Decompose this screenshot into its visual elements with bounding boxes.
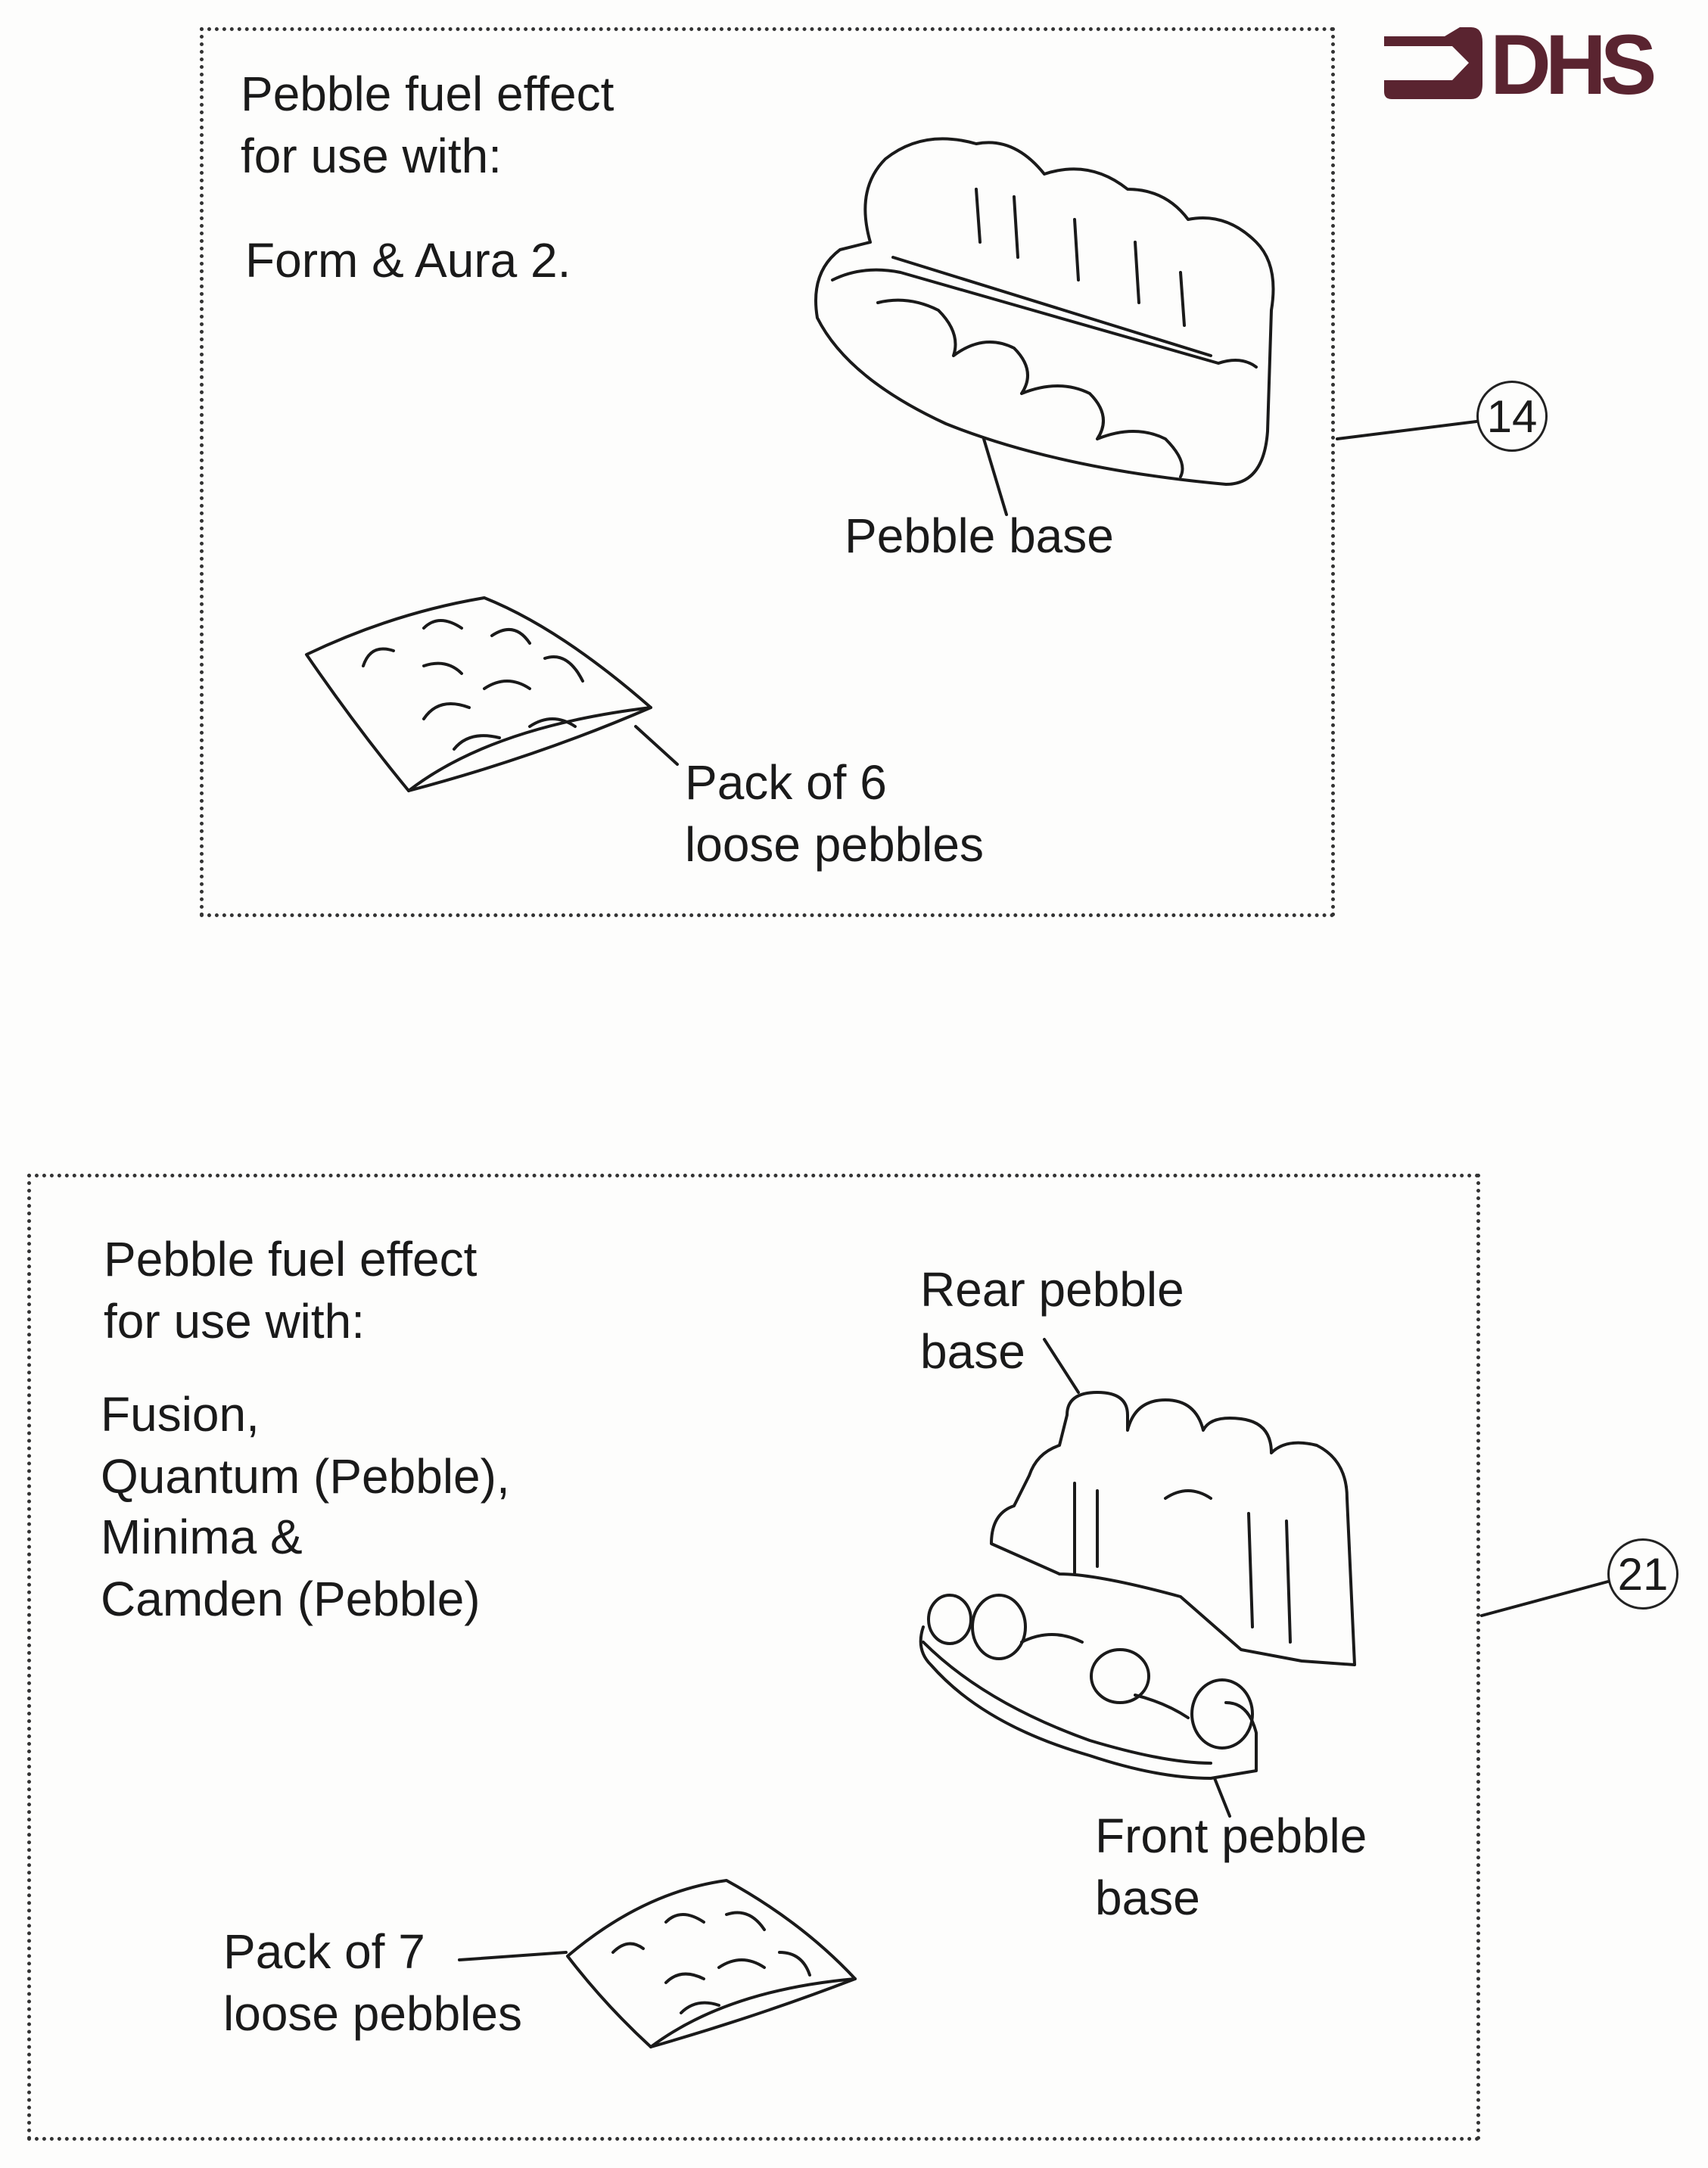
panel-21-model: Camden (Pebble): [101, 1572, 481, 1626]
label-pack-6-2: loose pebbles: [685, 817, 984, 872]
panel-21-heading-1: Pebble fuel effect: [104, 1232, 478, 1286]
panel-14-frame: [200, 27, 1335, 917]
dhs-logo: DHS: [1384, 27, 1660, 99]
label-pack-7-1: Pack of 7: [223, 1924, 425, 1979]
panel-14-heading-1: Pebble fuel effect: [241, 67, 614, 121]
label-front-base-2: base: [1095, 1871, 1200, 1925]
rear-pebble-base-illustration: [990, 1338, 1356, 1666]
label-rear-base-1: Rear pebble: [920, 1262, 1184, 1317]
panel-14-model: Form & Aura 2.: [245, 233, 571, 288]
callout-14: 14: [1476, 381, 1548, 452]
callout-21: 21: [1607, 1538, 1678, 1610]
label-rear-base-2: base: [920, 1324, 1025, 1379]
panel-21-frame: [27, 1174, 1480, 2141]
svg-text:DHS: DHS: [1490, 27, 1654, 99]
panel-21-model: Quantum (Pebble),: [101, 1449, 510, 1504]
panel-21-model: Fusion,: [101, 1387, 260, 1442]
leader-14: [1336, 420, 1478, 440]
pebble-base-illustration: [814, 137, 1275, 516]
label-front-base-1: Front pebble: [1095, 1809, 1367, 1863]
pebble-pack-6-illustration: [305, 596, 679, 792]
label-pebble-base: Pebble base: [845, 509, 1114, 563]
panel-14-heading-2: for use with:: [241, 129, 502, 183]
panel-21-model: Minima &: [101, 1510, 303, 1564]
pebble-pack-7-illustration: [458, 1879, 857, 2048]
label-pack-6-1: Pack of 6: [685, 755, 887, 810]
label-pack-7-2: loose pebbles: [223, 1986, 522, 2041]
panel-21-heading-2: for use with:: [104, 1294, 366, 1348]
front-pebble-base-illustration: [919, 1594, 1258, 1818]
leader-21: [1480, 1580, 1610, 1617]
